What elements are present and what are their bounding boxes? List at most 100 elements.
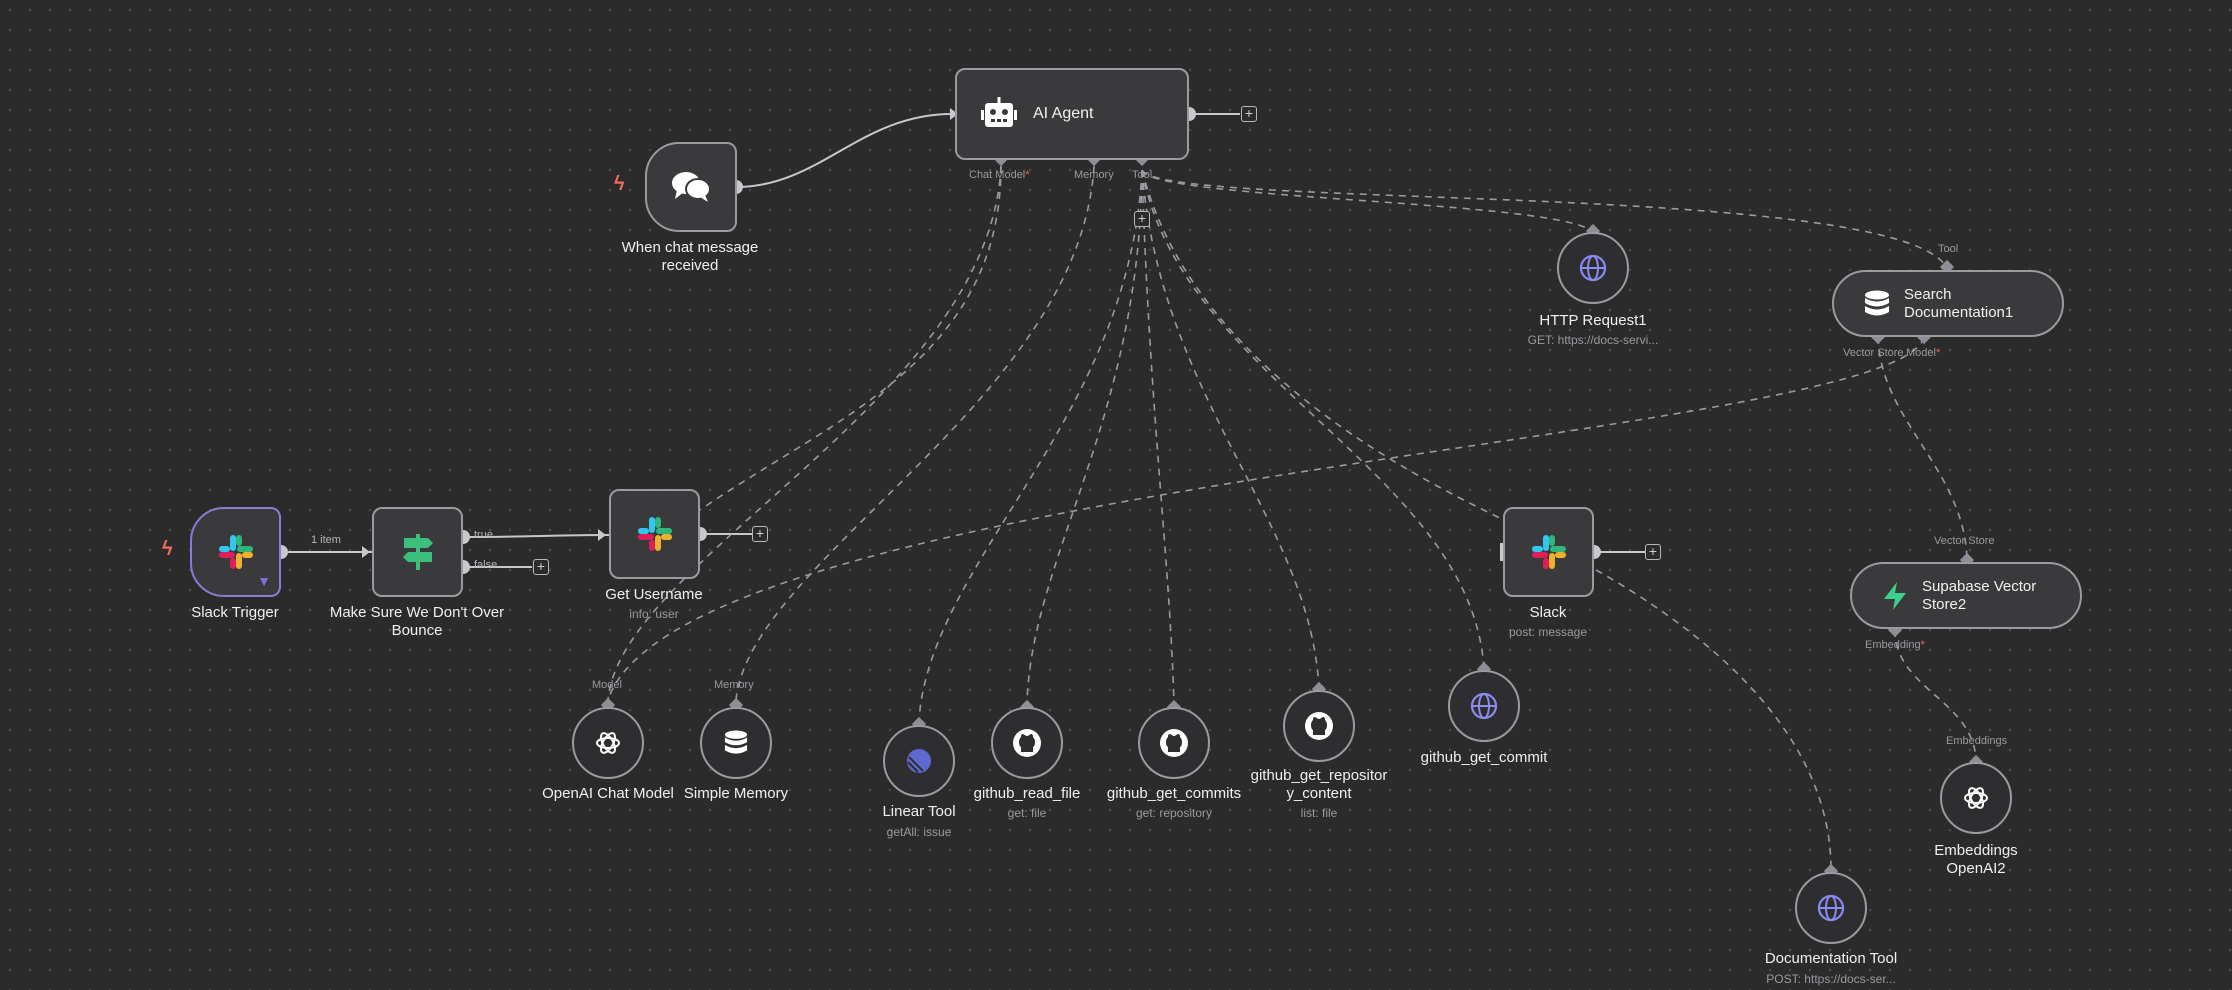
github-icon	[1160, 729, 1188, 757]
node-get-username[interactable]	[609, 489, 700, 579]
signpost-icon	[402, 534, 433, 570]
connection-item-count: 1 item	[311, 534, 341, 546]
openai-icon	[596, 732, 620, 754]
database-icon	[1865, 290, 1889, 315]
edge-tool-http	[1141, 169, 1594, 233]
documentation-tool-subtitle: POST: https://docs-ser...	[1766, 972, 1896, 986]
http-request-title: HTTP Request1	[1539, 312, 1647, 329]
openai-chat-port-label: Model	[592, 679, 622, 691]
edge-chatmodel-openai	[607, 165, 1002, 701]
search-docs-title: Search Documentation1	[1904, 285, 2014, 321]
chat-trigger-title: When chat message received	[621, 239, 759, 274]
node-linear-tool[interactable]	[883, 725, 955, 797]
get-username-title: Get Username	[605, 586, 703, 603]
globe-icon	[1470, 692, 1498, 720]
edge-memory-simplememory	[735, 165, 1095, 701]
http-request-subtitle: GET: https://docs-servi...	[1527, 333, 1659, 347]
edge-filter-to-getusername[interactable]	[462, 534, 610, 538]
node-chat-trigger[interactable]	[645, 142, 737, 232]
node-documentation-tool[interactable]	[1795, 872, 1867, 944]
arrow-filter-in	[362, 546, 370, 558]
node-slack[interactable]	[1503, 507, 1594, 597]
edge-chatmodel-getusername	[699, 165, 1002, 511]
edge-searchdocs-openai	[607, 336, 1925, 701]
supabase-title: Supabase Vector Store2	[1922, 577, 2037, 613]
slack-trigger-title: Slack Trigger	[191, 604, 279, 621]
node-gh-get-commits[interactable]	[1138, 707, 1210, 779]
add-after-false-button[interactable]: +	[533, 559, 549, 575]
slack-icon	[637, 517, 672, 551]
arrow-agent-in	[950, 108, 958, 120]
chat-bubbles-icon	[672, 172, 711, 202]
gh-repo-content-title: github_get_repositor y_content	[1250, 767, 1388, 802]
search-docs-port-tool: Tool	[1938, 243, 1959, 255]
database-icon	[724, 730, 748, 754]
gh-read-file-subtitle: get: file	[1007, 806, 1047, 820]
supabase-port-vector-store: Vector Store	[1934, 535, 1995, 547]
filter-title: Make Sure We Don't Over Bounce	[329, 604, 505, 639]
slack-input-handle[interactable]	[1500, 543, 1505, 561]
slack-title: Slack	[1529, 604, 1567, 621]
node-gh-get-commit[interactable]	[1448, 670, 1520, 742]
gh-get-commits-title: github_get_commits	[1106, 785, 1242, 802]
add-after-agent-button[interactable]: +	[1241, 106, 1257, 122]
gh-read-file-title: github_read_file	[973, 785, 1081, 802]
supabase-port-embedding: Embedding*	[1865, 639, 1925, 651]
agent-port-chat-model: Chat Model*	[969, 169, 1030, 181]
node-gh-read-file[interactable]	[991, 707, 1063, 779]
ai-agent-title: AI Agent	[1033, 105, 1094, 122]
trigger-bolt-icon: ϟ	[162, 538, 173, 560]
add-after-slack-button[interactable]: +	[1645, 544, 1661, 560]
add-after-getusername-button[interactable]: +	[752, 526, 768, 542]
supabase-icon	[1884, 581, 1906, 610]
slack-icon	[1531, 535, 1566, 569]
github-icon	[1013, 729, 1041, 757]
agent-port-tool: Tool	[1132, 169, 1153, 181]
edge-tool-readfile	[1026, 169, 1143, 706]
trigger-bolt-icon: ϟ	[614, 173, 625, 195]
linear-tool-title: Linear Tool	[882, 803, 956, 820]
linear-icon	[907, 749, 931, 773]
gh-get-commits-subtitle: get: repository	[1135, 806, 1213, 820]
node-search-docs[interactable]: Search Documentation1	[1832, 270, 2064, 337]
edge-tool-searchdocs	[1141, 169, 1948, 269]
gh-get-commit-title: github_get_commit	[1420, 749, 1548, 766]
node-embeddings[interactable]	[1940, 762, 2012, 834]
filter-false-label: false	[474, 559, 498, 571]
simple-memory-title: Simple Memory	[683, 785, 789, 802]
edge-vectorstore-supabase	[1877, 336, 1968, 561]
edge-embedding-embeddings	[1894, 629, 1977, 763]
node-simple-memory[interactable]	[700, 707, 772, 779]
embeddings-title: Embeddings OpenAI2	[1934, 842, 2018, 877]
documentation-tool-title: Documentation Tool	[1764, 950, 1898, 967]
openai-chat-title: OpenAI Chat Model	[542, 785, 674, 802]
node-gh-repo-content[interactable]	[1283, 690, 1355, 762]
node-ai-agent[interactable]: AI Agent	[955, 68, 1189, 160]
pin-icon: ▼	[257, 573, 271, 589]
agent-port-memory: Memory	[1074, 169, 1114, 181]
gh-repo-content-subtitle: list: file	[1300, 806, 1338, 820]
node-supabase[interactable]: Supabase Vector Store2	[1850, 562, 2082, 629]
arrow-getusername-in	[598, 529, 606, 541]
edge-chat-to-agent[interactable]	[735, 113, 953, 188]
slack-subtitle: post: message	[1508, 625, 1588, 639]
add-tool-button[interactable]: +	[1134, 211, 1150, 227]
linear-tool-subtitle: getAll: issue	[886, 825, 952, 839]
simple-memory-port-label: Memory	[714, 679, 754, 691]
get-username-subtitle: info: user	[629, 607, 679, 621]
edge-tool-repocontent	[1141, 169, 1320, 689]
github-icon	[1305, 712, 1333, 740]
globe-icon	[1579, 254, 1607, 282]
edge-tool-slack	[1141, 169, 1505, 521]
filter-true-label: true	[474, 529, 493, 541]
search-docs-port-vector-store: Vector Store	[1843, 347, 1904, 359]
node-slack-trigger[interactable]: ▼	[190, 507, 281, 597]
node-openai-chat-model[interactable]	[572, 707, 644, 779]
embeddings-port-label: Embeddings	[1946, 735, 2008, 747]
search-docs-port-model: Model*	[1906, 347, 1941, 359]
edge-slack-doctool	[1595, 569, 1832, 869]
robot-icon	[981, 97, 1017, 127]
node-http-request[interactable]	[1557, 232, 1629, 304]
node-filter[interactable]	[372, 507, 463, 597]
globe-icon	[1817, 894, 1845, 922]
